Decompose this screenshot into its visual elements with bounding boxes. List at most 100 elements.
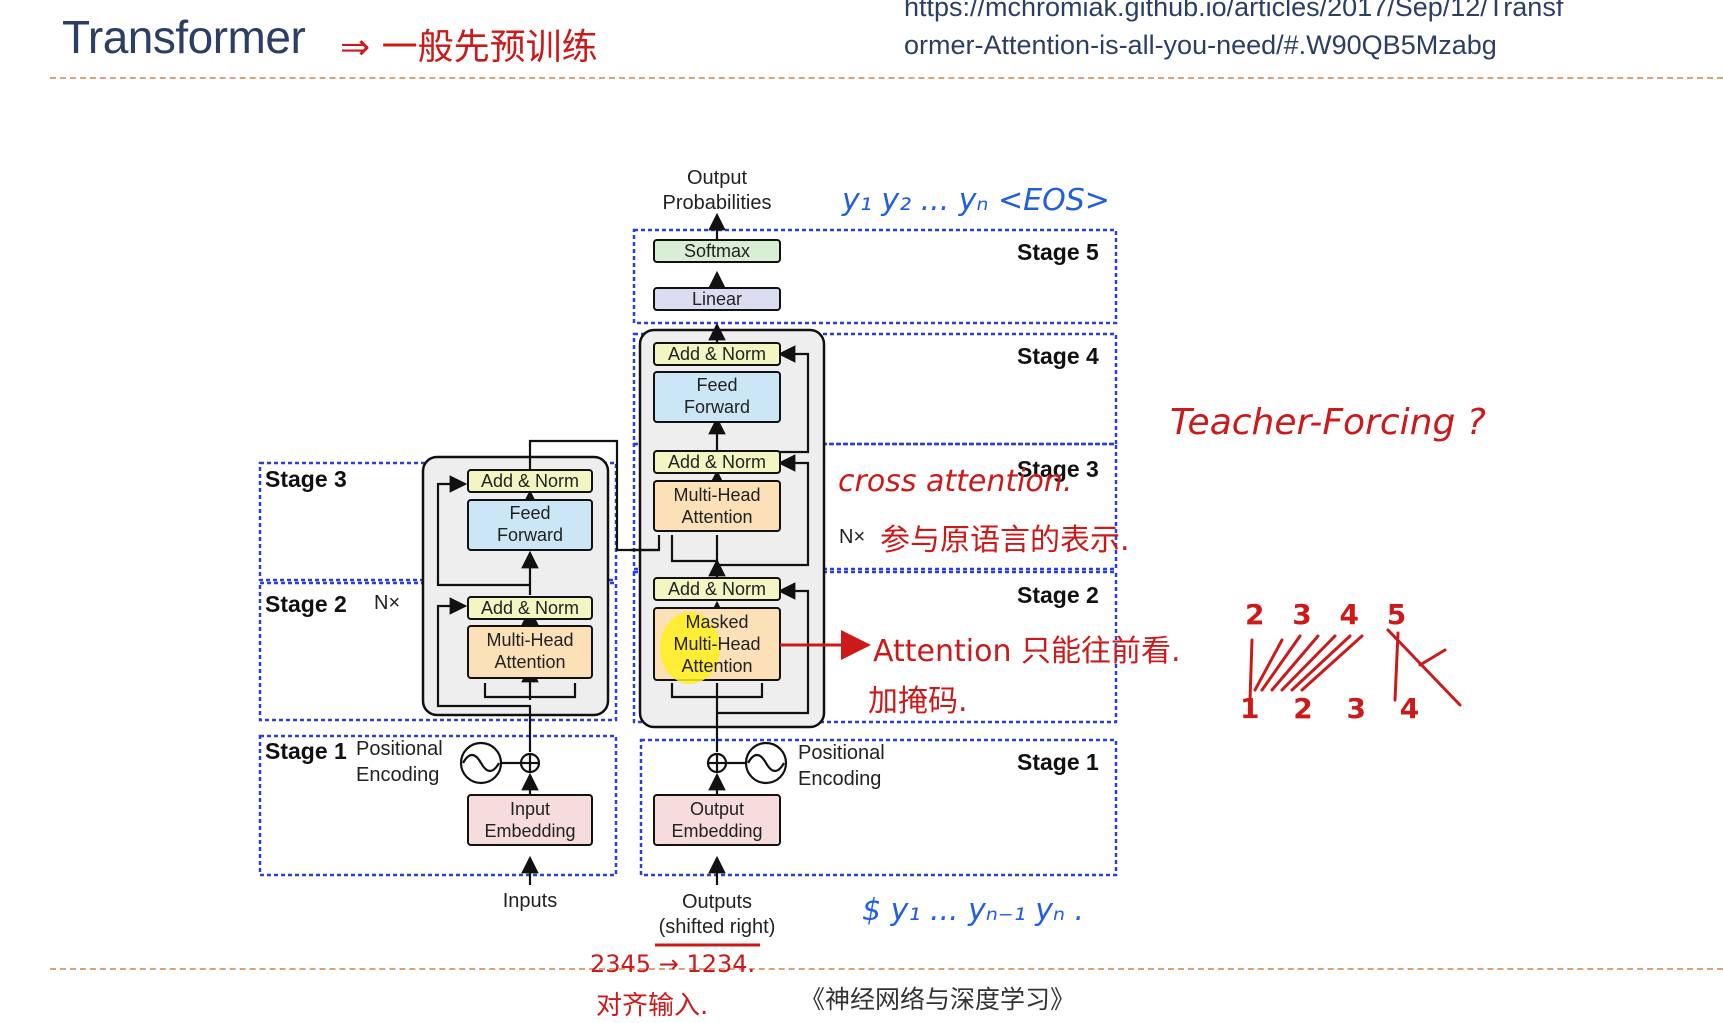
encoder-feed-forward bbox=[467, 499, 593, 551]
linear-label: Linear bbox=[691, 289, 743, 309]
encoder-positional-line-2: Encoding bbox=[356, 764, 440, 786]
output-probabilities-line-2: Probabilities bbox=[662, 192, 772, 214]
decoder-stage-2-box bbox=[632, 570, 1118, 724]
decoder-add-norm-top-label: Add & Norm bbox=[667, 344, 767, 364]
decoder-add-norm-low-label: Add & Norm bbox=[667, 579, 767, 599]
decoder-stage-4-label: Stage 4 bbox=[1017, 343, 1099, 369]
header-divider bbox=[50, 77, 1723, 79]
inputs-label: Inputs bbox=[502, 890, 558, 912]
decoder-stage-1-label: Stage 1 bbox=[1017, 749, 1099, 775]
title-handwritten-note: ⇒ 一般先预训练 bbox=[340, 27, 598, 68]
masked-attention-highlight bbox=[660, 612, 720, 684]
output-probabilities-line-1: Output bbox=[686, 167, 748, 189]
softmax-box bbox=[653, 239, 781, 263]
teacher-forcing-note: Teacher-Forcing ? bbox=[1170, 402, 1486, 443]
decoder-cross-attention-line-1: Multi-Head bbox=[673, 485, 761, 505]
decoder-add-norm-mid bbox=[653, 450, 781, 474]
decoder-add-norm-low bbox=[653, 577, 781, 601]
alignment-sketch bbox=[1248, 628, 1462, 707]
input-embedding-line-1: Input bbox=[509, 799, 551, 819]
decoder-cross-attention-label: Multi-Head Attention bbox=[654, 484, 780, 528]
input-embedding-line-2: Embedding bbox=[484, 821, 576, 841]
encoder-attention-line-2: Attention bbox=[494, 652, 566, 672]
encoder-attention-line-1: Multi-Head bbox=[486, 630, 574, 650]
encoder-stage-3-label: Stage 3 bbox=[265, 466, 347, 492]
alignment-top-digit: 3 bbox=[1292, 598, 1312, 631]
cross-attention-note: cross attention. bbox=[838, 464, 1073, 499]
output-embedding-line-2: Embedding bbox=[671, 821, 763, 841]
source-url-line-1[interactable]: https://mchromiak.github.io/articles/201… bbox=[904, 0, 1564, 22]
decoder-stage-1-box bbox=[639, 738, 1118, 877]
masked-attention-label: Masked Multi-Head Attention bbox=[654, 611, 780, 677]
encoder-nx-label: N× bbox=[374, 592, 401, 614]
masked-attention-note-2: 加掩码. bbox=[868, 684, 968, 719]
alignment-top-digit: 4 bbox=[1339, 598, 1359, 631]
alignment-bottom-digit: 3 bbox=[1346, 692, 1366, 725]
book-title-footer: 《神经网络与深度学习》 bbox=[800, 985, 1076, 1014]
decoder-stage-3-box bbox=[632, 442, 1118, 571]
output-probabilities-label: Output Probabilities bbox=[637, 166, 797, 216]
decoder-add-norm-top bbox=[653, 342, 781, 366]
encoder-attention bbox=[467, 625, 593, 679]
decoder-positional-line-2: Encoding bbox=[798, 768, 882, 790]
linear-box bbox=[653, 287, 781, 311]
decoder-nx-label: N× bbox=[839, 526, 866, 548]
decoder-stage-2-label: Stage 2 bbox=[1017, 582, 1099, 608]
output-embedding bbox=[653, 794, 781, 846]
decoder-feed-forward-line-2: Forward bbox=[683, 397, 750, 417]
encoder-add-norm-mid bbox=[467, 596, 593, 620]
input-embedding bbox=[467, 794, 593, 846]
encoder-add-norm-top-label: Add & Norm bbox=[480, 471, 580, 491]
encoder-feed-forward-label: Feed Forward bbox=[468, 502, 592, 546]
masked-attention-line-1: Masked bbox=[685, 612, 749, 632]
decoder-positional-encoding-symbol bbox=[706, 741, 788, 785]
encoder-stage-1-box bbox=[258, 734, 618, 877]
source-url-line-2[interactable]: ormer-Attention-is-all-you-need/#.W90QB5… bbox=[904, 30, 1497, 60]
encoder-stage-1-label: Stage 1 bbox=[265, 738, 347, 764]
source-url[interactable]: https://mchromiak.github.io/articles/201… bbox=[904, 0, 1563, 64]
footer-divider bbox=[50, 968, 1723, 970]
masked-attention-line-2: Multi-Head bbox=[673, 634, 761, 654]
alignment-top-digit: 2 bbox=[1245, 598, 1265, 631]
output-embedding-line-1: Output bbox=[689, 799, 745, 819]
decoder-stage-boxes bbox=[632, 228, 1118, 877]
encoder-feed-forward-line-2: Forward bbox=[496, 525, 563, 545]
decoder-feed-forward-label: Feed Forward bbox=[654, 374, 780, 418]
decoder-stage-3-label: Stage 3 bbox=[1017, 456, 1099, 482]
encoder-positional-encoding-symbol bbox=[459, 741, 541, 785]
shift-note-2: 对齐输入. bbox=[596, 991, 709, 1021]
encoder-add-norm-top bbox=[467, 469, 593, 493]
encoder-positional-encoding-label: Positional Encoding bbox=[356, 736, 443, 788]
decoder-stage-5-label: Stage 5 bbox=[1017, 239, 1099, 265]
outputs-line-1: Outputs bbox=[681, 891, 753, 913]
alignment-bottom-digit: 2 bbox=[1293, 692, 1313, 725]
decoder-feed-forward bbox=[653, 371, 781, 423]
alignment-bottom-digit: 4 bbox=[1399, 692, 1420, 725]
encoder-positional-line-1: Positional bbox=[356, 738, 443, 760]
alignment-bottom-digits: 1 2 3 4 bbox=[1240, 692, 1419, 725]
decoder-positional-encoding-label: Positional Encoding bbox=[798, 740, 885, 792]
blue-output-sequence-note: y₁ y₂ ... yₙ <EOS> bbox=[842, 183, 1110, 218]
decoder-feed-forward-line-1: Feed bbox=[696, 375, 738, 395]
masked-attention-note-1: Attention 只能往前看. bbox=[873, 634, 1181, 669]
encoder-add-norm-mid-label: Add & Norm bbox=[480, 598, 580, 618]
blue-input-sequence-note: $ y₁ ... yₙ₋₁ yₙ . bbox=[862, 893, 1084, 928]
decoder-add-norm-mid-label: Add & Norm bbox=[667, 452, 767, 472]
decoder-cross-attention-line-2: Attention bbox=[681, 507, 753, 527]
output-embedding-label: Output Embedding bbox=[654, 798, 780, 842]
encoder-stage-2-label: Stage 2 bbox=[265, 591, 347, 617]
cross-attention-detail-note: 参与原语言的表示. bbox=[880, 523, 1130, 558]
page-title: Transformer bbox=[62, 11, 306, 63]
encoder-attention-label: Multi-Head Attention bbox=[468, 629, 592, 673]
alignment-bottom-digit: 1 bbox=[1240, 692, 1260, 725]
decoder-stage-5-box bbox=[632, 228, 1118, 325]
shift-note-1: 2345 → 1234. bbox=[590, 950, 756, 978]
outputs-line-2: (shifted right) bbox=[658, 916, 776, 938]
alignment-top-digit: 5 bbox=[1386, 598, 1407, 631]
decoder-cross-attention bbox=[653, 480, 781, 532]
outputs-label: Outputs (shifted right) bbox=[637, 890, 797, 940]
encoder-feed-forward-line-1: Feed bbox=[509, 503, 551, 523]
alignment-top-digits: 2 3 4 5 bbox=[1245, 598, 1406, 631]
masked-attention-line-3: Attention bbox=[681, 656, 753, 676]
